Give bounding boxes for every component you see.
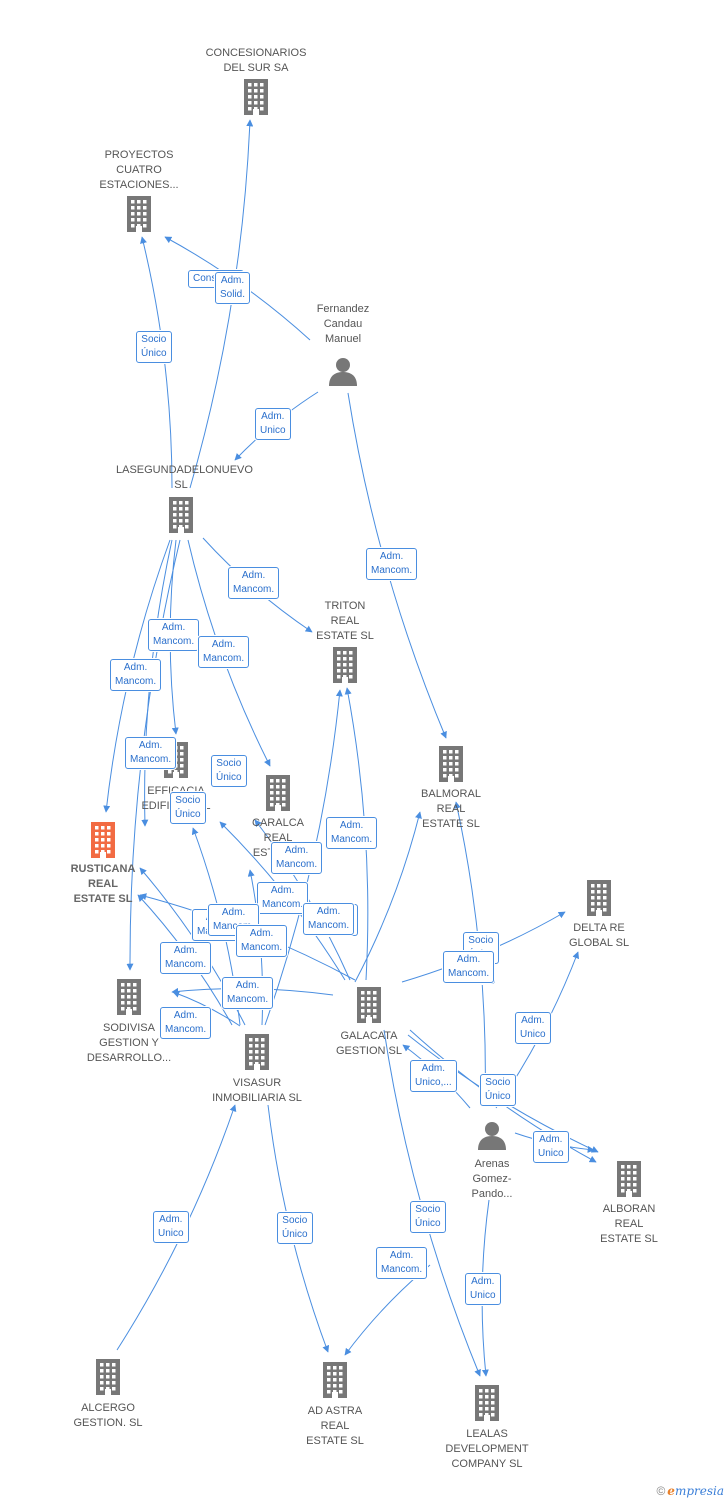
lasegunda-company-icon[interactable] (167, 497, 195, 538)
alcergo-company-icon[interactable] (94, 1359, 122, 1400)
edge-role-label[interactable]: Adm. Unico (465, 1273, 501, 1305)
edge-role-label[interactable]: Adm. Mancom. (236, 925, 288, 957)
balmoral-company-icon[interactable] (437, 746, 465, 787)
alcergo-label[interactable]: ALCERGO GESTION. SL (73, 1402, 143, 1429)
edge-galacata-to-balmoral (354, 811, 422, 983)
proyectos-company-icon[interactable] (125, 196, 153, 237)
triton-company-icon[interactable] (331, 647, 359, 688)
edge-role-label[interactable]: Adm. Unico (533, 1131, 569, 1163)
visasur-label[interactable]: VISASUR INMOBILIARIA SL (212, 1077, 302, 1104)
edge-role-label[interactable]: Adm. Unico (515, 1012, 551, 1044)
edge-role-label[interactable]: Adm. Mancom. (443, 951, 495, 983)
concesionarios-label[interactable]: CONCESIONARIOS DEL SUR SA (205, 47, 307, 74)
edge-role-label[interactable]: Adm. Unico (153, 1211, 189, 1243)
adastra-company-icon[interactable] (321, 1362, 349, 1403)
brand-logo-rest: mpresia (674, 1484, 724, 1498)
edge-role-label[interactable]: Adm. Mancom. (160, 942, 212, 974)
edge-role-label[interactable]: Adm. Mancom. (228, 567, 280, 599)
sodivisa-label[interactable]: SODIVISA GESTION Y DESARROLLO... (86, 1022, 172, 1064)
lasegunda-label[interactable]: LASEGUNDADELONUEVO SL (116, 464, 253, 491)
alboran-label[interactable]: ALBORAN REAL ESTATE SL (600, 1203, 658, 1245)
edge-lasegunda-to-concesionarios (189, 119, 254, 489)
sodivisa-company-icon[interactable] (115, 979, 143, 1020)
edge-role-label[interactable]: Adm. Mancom. (271, 842, 323, 874)
edge-role-label[interactable]: Socio Único (480, 1074, 516, 1106)
edge-role-label[interactable]: Adm. Mancom. (366, 548, 418, 580)
copyright-symbol: © (656, 1484, 666, 1498)
edge-role-label[interactable]: Adm. Unico (255, 408, 291, 440)
arenas-person-icon[interactable] (477, 1120, 507, 1155)
edge-role-label[interactable]: Adm. Mancom. (326, 817, 378, 849)
lealas-company-icon[interactable] (473, 1385, 501, 1426)
edge-role-label[interactable]: Adm. Mancom. (198, 636, 250, 668)
edge-role-label[interactable]: Adm. Mancom. (148, 619, 200, 651)
edge-role-label[interactable]: Adm. Mancom. (303, 903, 355, 935)
edge-role-label[interactable]: Socio Único (136, 331, 172, 363)
edge-role-label[interactable]: Socio Único (410, 1201, 446, 1233)
edge-role-label[interactable]: Adm. Mancom. (125, 737, 177, 769)
deltare-company-icon[interactable] (585, 880, 613, 921)
deltare-label[interactable]: DELTA RE GLOBAL SL (568, 922, 630, 949)
edge-role-label[interactable]: Adm. Solid. (215, 272, 251, 304)
triton-label[interactable]: TRITON REAL ESTATE SL (316, 600, 374, 642)
proyectos-label[interactable]: PROYECTOS CUATRO ESTACIONES... (99, 149, 179, 191)
fernandez-label[interactable]: Fernandez Candau Manuel (316, 303, 370, 345)
edge-role-label[interactable]: Socio Único (211, 755, 247, 787)
rusticana-company-icon[interactable] (89, 822, 117, 863)
edge-role-label[interactable]: Socio Único (277, 1212, 313, 1244)
galacata-company-icon[interactable] (355, 987, 383, 1028)
galacata-label[interactable]: GALACATA GESTION SL (335, 1030, 403, 1057)
edge-role-label[interactable]: Adm. Mancom. (160, 1007, 212, 1039)
lealas-label[interactable]: LEALAS DEVELOPMENT COMPANY SL (445, 1428, 529, 1470)
caralca-company-icon[interactable] (264, 775, 292, 816)
edge-role-label[interactable]: Adm. Mancom. (376, 1247, 428, 1279)
brand-logo-initial: e (667, 1484, 675, 1498)
alboran-company-icon[interactable] (615, 1161, 643, 1202)
fernandez-person-icon[interactable] (328, 356, 358, 391)
concesionarios-company-icon[interactable] (242, 79, 270, 120)
arenas-label[interactable]: Arenas Gomez- Pando... (471, 1158, 513, 1200)
balmoral-label[interactable]: BALMORAL REAL ESTATE SL (421, 788, 481, 830)
brand-footer: ©empresia (656, 1484, 724, 1498)
edge-role-label[interactable]: Adm. Mancom. (222, 977, 274, 1009)
visasur-company-icon[interactable] (243, 1034, 271, 1075)
rusticana-label[interactable]: RUSTICANA REAL ESTATE SL (70, 863, 136, 905)
edge-role-label[interactable]: Adm. Mancom. (257, 882, 309, 914)
adastra-label[interactable]: AD ASTRA REAL ESTATE SL (306, 1405, 364, 1447)
edge-role-label[interactable]: Adm. Mancom. (110, 659, 162, 691)
edge-role-label[interactable]: Adm. Unico,... (410, 1060, 457, 1092)
edge-role-label[interactable]: Socio Único (170, 792, 206, 824)
